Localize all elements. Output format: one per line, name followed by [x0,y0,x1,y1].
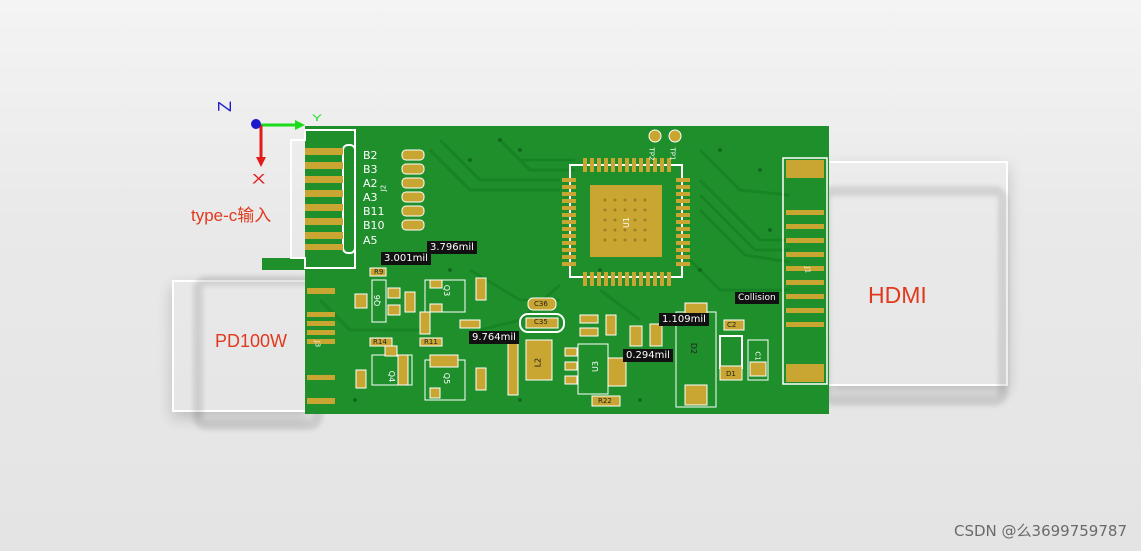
designator-c36: C36 [534,300,548,308]
measurement-tag-5: 0.294mil [623,349,673,362]
hdmi-connector-j1 [782,157,828,385]
designator-l2: L2 [533,357,543,368]
csdn-watermark: CSDN @么3699759787 [954,522,1127,540]
pin-label-a3: A3 [363,191,378,204]
designator-c1: C1 [753,351,762,361]
designator-d1: D1 [726,370,736,378]
pin-resistor-column [401,149,425,231]
y-axis-arrow [295,120,305,130]
axis-gizmo [251,119,305,167]
typec-connector-j2 [290,129,356,269]
designator-u1: U1 [621,217,631,228]
measurement-tag-3: 9.764mil [469,331,519,344]
designator-r22: R22 [598,397,612,405]
designator-j3: J3 [313,340,322,348]
designator-q6: Q6 [373,294,383,307]
measurement-tag-4: 1.109mil [659,313,709,326]
designator-r14: R14 [373,338,387,346]
designator-d2: D2 [689,342,699,355]
designator-c35: C35 [534,318,548,326]
pin-label-a2: A2 [363,177,378,190]
pin-label-b10: B10 [363,219,385,232]
axis-y-label: Y [312,113,323,124]
designator-tp1: TP1 [668,147,677,161]
collision-tag: Collision [735,292,779,304]
designator-q4: Q4 [387,370,397,383]
pin-label-b11: B11 [363,205,385,218]
lower-components [354,267,769,408]
pd100w-label: PD100W [215,331,288,351]
pcb-vias [353,138,772,402]
typec-input-label: type-c输入 [191,206,272,225]
ic-u1 [562,158,690,286]
pin-label-b2: B2 [363,149,378,162]
designator-q5: Q5 [442,372,452,385]
z-axis-dot [251,119,261,129]
designator-c2: C2 [727,321,737,329]
measurement-tag-1: 3.796mil [427,241,477,254]
hdmi-label: HDMI [868,282,927,308]
designator-j1: J1 [803,266,812,274]
designator-r9: R9 [374,268,384,276]
pcb-traces [318,138,791,332]
pd-connector-j3 [307,288,335,404]
x-axis-arrow [256,157,266,167]
designator-r11: R11 [424,338,438,346]
pin-label-b3: B3 [363,163,378,176]
designator-q3: Q3 [442,284,452,297]
axis-x-label: X [252,171,266,187]
axis-z-label: Z [215,101,235,112]
pin-label-a5: A5 [363,234,378,247]
measurement-tag-2: 3.001mil [381,252,431,265]
designator-u3: U3 [590,361,600,372]
test-points [648,129,682,143]
designator-j2: J2 [379,184,388,192]
designator-tp2: TP2 [647,147,656,161]
